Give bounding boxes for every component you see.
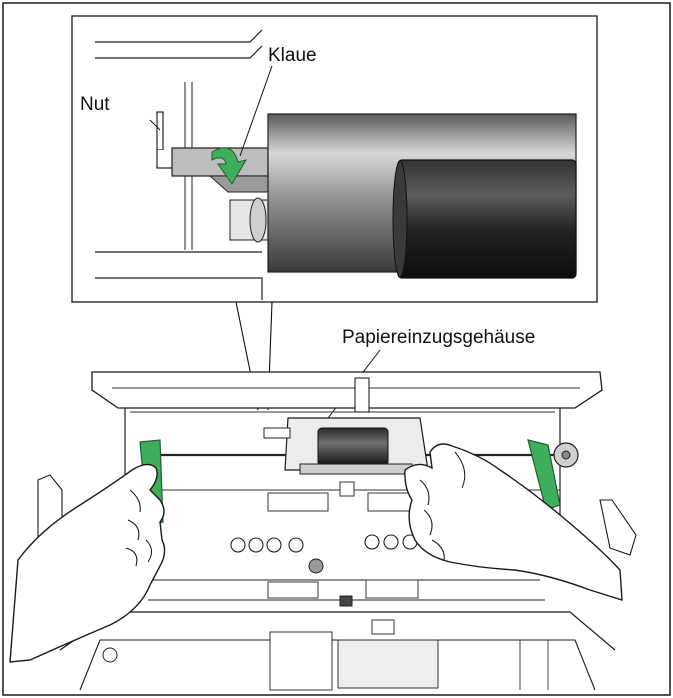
scanner-body xyxy=(37,371,637,691)
rubber-roller xyxy=(397,159,577,279)
label-feed-housing: Papiereinzugsgehäuse xyxy=(342,327,535,348)
claw-leader xyxy=(239,65,273,157)
label-groove: Nut xyxy=(80,94,110,115)
scanner-lid xyxy=(91,371,603,409)
right-green-lever xyxy=(527,439,561,511)
feed-housing xyxy=(263,417,429,475)
detail-inset xyxy=(71,15,598,303)
sensor-holes xyxy=(230,534,418,553)
curved-arrow-down-icon xyxy=(211,147,248,185)
label-claw: Klaue xyxy=(268,45,317,66)
left-hand xyxy=(9,463,166,663)
groove-leader xyxy=(149,119,161,131)
right-hand xyxy=(404,443,623,601)
pickup-roller xyxy=(317,427,389,467)
groove-part xyxy=(156,111,164,151)
